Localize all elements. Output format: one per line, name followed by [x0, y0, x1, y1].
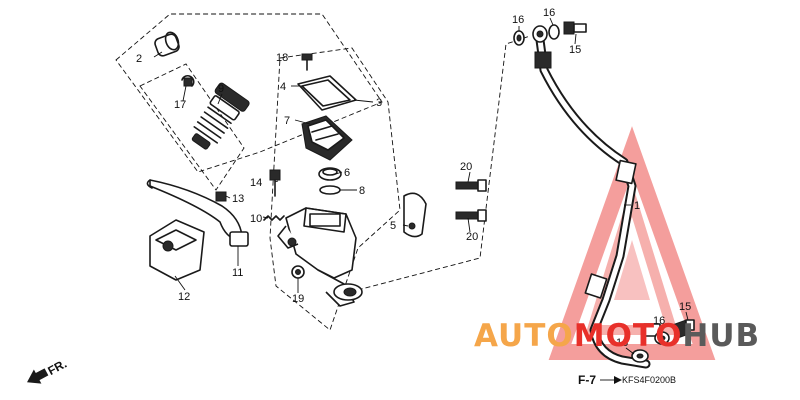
hose-upper-washer-a [513, 30, 525, 46]
hose-upper-eye [532, 25, 548, 43]
part-10-spring [263, 215, 285, 221]
part-20-bolt-upper [455, 179, 487, 192]
hose-upper-washer-b [548, 24, 560, 40]
part-11-lever [146, 179, 249, 247]
front-label: FR. [45, 357, 69, 378]
part-19-bolt [291, 265, 305, 279]
part-13-nut [215, 191, 227, 202]
callout-4: 4 [280, 81, 286, 93]
callout-1: 1 [634, 200, 640, 212]
hose-reference-line [349, 35, 531, 293]
callout-19: 19 [292, 293, 304, 305]
watermark-auto: AUTO [474, 318, 574, 354]
callout-16-upper-a: 16 [512, 14, 524, 26]
callout-18: 18 [276, 52, 288, 64]
callout-11: 11 [232, 267, 243, 279]
leader-lines [153, 17, 689, 355]
callout-10: 10 [250, 213, 262, 225]
assembly-outline-upper-left [115, 13, 383, 173]
part-5-holder [403, 192, 427, 238]
watermark-text: AUTOMOTOHUB [474, 318, 760, 354]
part-6-cap [318, 167, 342, 181]
callout-3: 3 [376, 97, 382, 109]
part-7-diaphragm [301, 115, 353, 161]
callout-2: 2 [136, 53, 142, 65]
part-4-reservoir-cap [297, 75, 357, 111]
part-15-lower-bolt [673, 319, 695, 339]
assembly-outline-inner [139, 63, 245, 191]
figure-reference: F-7 [578, 373, 596, 387]
watermark-hub: HUB [682, 318, 760, 354]
callout-16-lower-a: 16 [616, 337, 628, 349]
front-direction-marker: FR. [27, 357, 69, 384]
callout-7: 7 [284, 115, 290, 127]
callout-13: 13 [232, 193, 244, 205]
assembly-outline-reservoir [269, 47, 401, 331]
callout-6: 6 [344, 167, 350, 179]
callout-14: 14 [250, 177, 262, 189]
part-8-oring [319, 185, 341, 195]
callout-8: 8 [359, 185, 365, 197]
drawing-code: KFS4F0200B [622, 375, 676, 385]
part-9-piston-set [191, 82, 250, 150]
part-18-screw [301, 53, 313, 71]
front-arrow-icon [27, 368, 49, 384]
part-12-housing [149, 219, 205, 281]
callout-labels: 2 17 9 18 4 3 7 6 8 14 10 13 11 12 19 5 … [136, 7, 691, 349]
part-1-brake-hose [534, 35, 661, 369]
part-15-upper-bolt [563, 21, 587, 35]
callout-9: 9 [218, 83, 224, 95]
callout-15-upper: 15 [569, 44, 581, 56]
callout-17: 17 [174, 99, 186, 111]
callout-5: 5 [390, 220, 396, 232]
callout-16-upper-b: 16 [543, 7, 555, 19]
hose-lower-washer-a [631, 349, 649, 363]
svg-text:AUTOMOTOHUB: AUTOMOTOHUB [474, 318, 760, 354]
master-cylinder-body [277, 207, 363, 307]
part-20-bolt-lower [455, 209, 487, 222]
watermark-moto: MOTO [574, 318, 683, 354]
callout-20-lower: 20 [466, 231, 478, 243]
part-2-boot [154, 31, 180, 57]
callout-15-lower: 15 [679, 301, 691, 313]
callout-16-lower-b: 16 [653, 315, 665, 327]
callout-12: 12 [178, 291, 190, 303]
callout-20-upper: 20 [460, 161, 472, 173]
part-14-pivot-bolt [269, 169, 281, 197]
part-17-circlip [181, 74, 195, 87]
